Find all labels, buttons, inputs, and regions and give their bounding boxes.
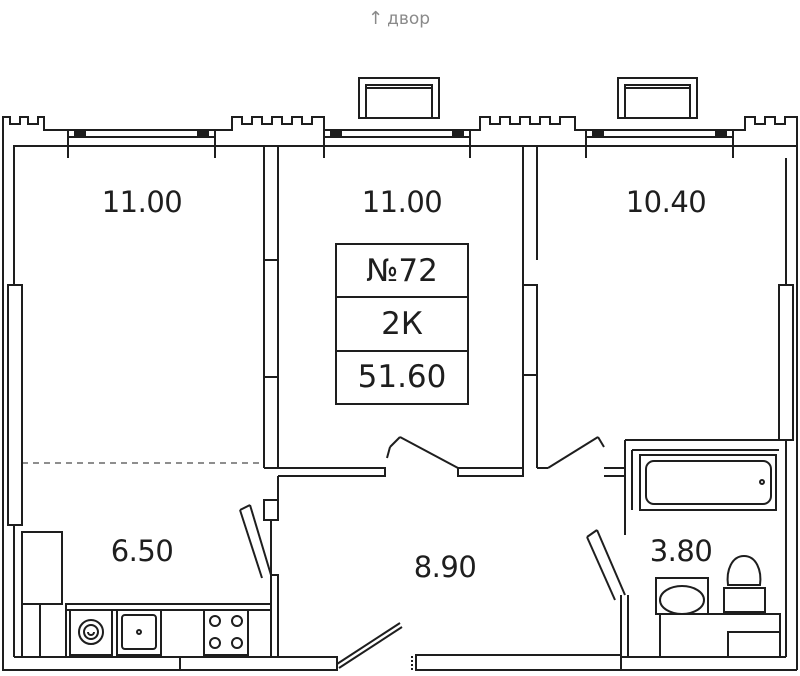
room-area-bedroom-left: 11.00 [101, 185, 183, 219]
stove-icon [203, 609, 249, 656]
balcony-box-middle [358, 77, 440, 119]
room-area-bedroom-right: 10.40 [625, 185, 707, 219]
room-area-bedroom-middle: 11.00 [361, 185, 443, 219]
apartment-type: 2К [381, 306, 423, 342]
sink-icon [116, 609, 162, 656]
right-wall [778, 158, 798, 670]
washbasin-icon [655, 577, 709, 615]
window-middle [323, 129, 471, 147]
kitchen-counter [65, 603, 272, 658]
wall-left-middle [263, 146, 279, 469]
window-left [67, 129, 216, 147]
bathroom-cabinet [659, 613, 781, 658]
apartment-total-area: 51.60 [357, 359, 447, 395]
compass-indicator: ↑двор [368, 8, 430, 29]
arrow-up-icon: ↑ [368, 8, 384, 29]
room-area-hallway: 8.90 [413, 550, 477, 584]
window-right [585, 129, 734, 147]
room-area-bathroom: 3.80 [649, 534, 713, 568]
wall-hall-bathroom [586, 520, 629, 657]
room-area-kitchen: 6.50 [110, 534, 174, 568]
wall-middle-right [522, 146, 538, 468]
fridge-icon [21, 531, 63, 658]
balcony-box-right [617, 77, 698, 119]
top-wall [2, 116, 798, 158]
bathtub-icon [639, 454, 777, 511]
washing-machine-icon [69, 609, 113, 656]
apartment-number: №72 [366, 253, 438, 289]
apartment-badge [335, 243, 469, 405]
compass-label: двор [387, 9, 431, 29]
wall-kitchen-hall [239, 499, 279, 658]
toilet-icon [723, 554, 766, 613]
left-wall [2, 158, 24, 671]
bottom-wall [3, 622, 797, 671]
hall-top-wall [277, 436, 779, 520]
